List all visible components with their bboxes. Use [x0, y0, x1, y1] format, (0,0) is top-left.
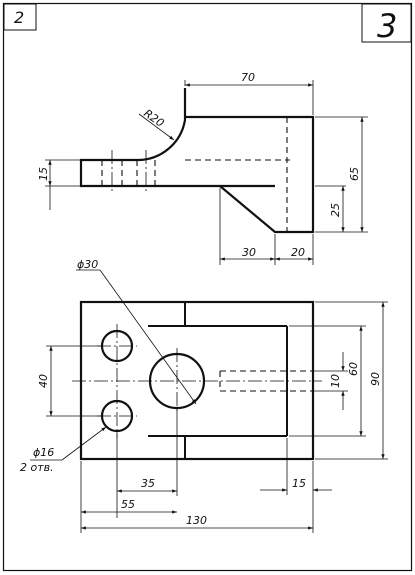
front-view-center-lines — [111, 150, 147, 194]
dim-r20 — [138, 113, 175, 141]
dim-40-label: 40 — [37, 374, 50, 388]
front-view: 70 R20 15 65 25 — [37, 71, 368, 265]
dim-r20-label: R20 — [141, 107, 166, 130]
dim-phi30-label: ϕ30 — [77, 258, 98, 271]
dim-90-label: 90 — [369, 372, 382, 386]
dim-70-label: 70 — [241, 71, 255, 84]
dim-phi16-label: ϕ16 — [33, 446, 54, 459]
dim-15-top — [260, 438, 332, 495]
dim-phi30 — [76, 269, 197, 405]
dim-10-label: 10 — [329, 374, 342, 388]
dim-70 — [184, 80, 314, 115]
dim-35-label: 35 — [141, 477, 155, 490]
front-view-outline — [79, 88, 315, 234]
dim-55 — [80, 461, 177, 533]
dim-130 — [81, 461, 314, 533]
dim-10 — [313, 352, 348, 410]
dim-35 — [116, 408, 178, 518]
dim-20-label: 20 — [291, 246, 305, 259]
dim-25-label: 25 — [329, 203, 342, 217]
dim-60-label: 60 — [347, 362, 360, 376]
top-view-outline — [79, 300, 315, 461]
dim-15-front — [45, 159, 81, 210]
dim-15-front-label: 15 — [37, 167, 50, 181]
dim-30-label: 30 — [242, 246, 256, 259]
top-view: ϕ30 ϕ16 2 отв. 40 10 60 — [20, 258, 388, 533]
top-view-center-lines — [72, 324, 322, 438]
dim-phi16 — [30, 426, 107, 461]
dim-55-label: 55 — [121, 498, 135, 511]
dim-phi16-qty-label: 2 отв. — [20, 461, 54, 474]
sheet-number-left: 2 — [14, 8, 24, 27]
dim-65 — [315, 116, 368, 233]
dim-90 — [315, 301, 388, 460]
front-view-hidden-lines — [101, 117, 290, 232]
dim-65-label: 65 — [348, 167, 361, 181]
top-view-visible-lines — [148, 302, 288, 459]
sheet-number-right: 3 — [377, 7, 397, 45]
dim-40 — [46, 345, 102, 417]
dim-25 — [315, 185, 346, 232]
top-view-hidden-lines — [219, 370, 313, 392]
dim-15-top-label: 15 — [292, 477, 306, 490]
dim-130-label: 130 — [186, 514, 207, 527]
dim-30-20 — [219, 188, 314, 265]
dim-60 — [289, 325, 366, 437]
